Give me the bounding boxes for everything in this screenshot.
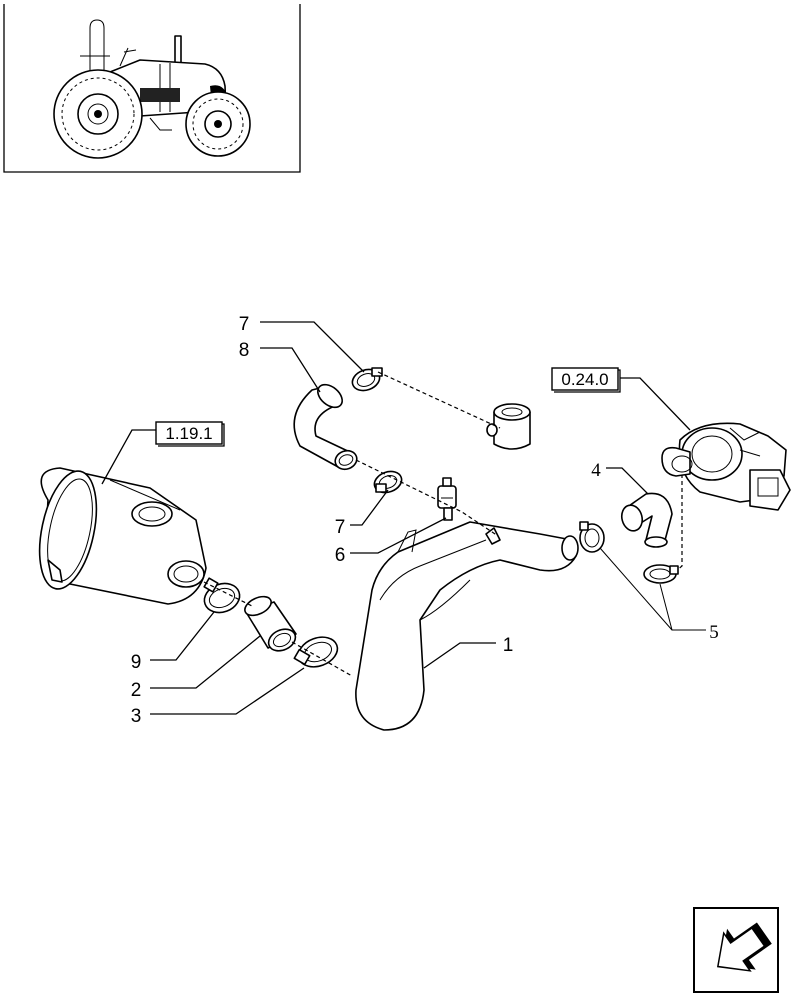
callout-3: 3 xyxy=(131,706,142,727)
turbocharger xyxy=(661,422,791,511)
tractor-thumbnail xyxy=(3,4,301,173)
callout-labels: 7 8 7 6 1 4 5 9 2 3 xyxy=(131,314,719,727)
assembly-path-top xyxy=(377,371,501,429)
next-page-arrow-icon xyxy=(716,922,772,972)
hose-2 xyxy=(244,595,297,652)
assembly-path-low xyxy=(291,641,353,677)
callout-7-mid: 7 xyxy=(335,517,346,538)
reference-label-turbo: 0.24.0 xyxy=(561,370,608,389)
callout-9: 9 xyxy=(131,652,142,673)
callout-8: 8 xyxy=(239,340,250,361)
air-filter-assembly xyxy=(38,467,207,605)
assembly-path-left xyxy=(203,581,253,607)
next-page-button[interactable] xyxy=(693,907,779,993)
hose-clamp-7-mid xyxy=(373,470,403,494)
thumbnail-frame xyxy=(3,4,301,173)
assembly-path-turbo xyxy=(669,474,683,577)
hose-clamp-9 xyxy=(203,577,241,614)
hose-clamp-5-right xyxy=(643,564,679,584)
tractor-icon xyxy=(53,19,251,159)
sensor-6 xyxy=(437,477,457,521)
intake-pipe-1 xyxy=(355,521,579,731)
hose-clamp-7-top xyxy=(351,367,383,392)
elbow-hose-8 xyxy=(293,383,358,471)
outlet-fitting xyxy=(486,403,531,450)
elbow-4 xyxy=(620,492,673,548)
callout-4: 4 xyxy=(591,460,601,481)
callout-2: 2 xyxy=(131,680,142,701)
reference-box-turbo[interactable]: 0.24.0 xyxy=(551,367,621,393)
callout-6: 6 xyxy=(335,545,346,566)
callout-5: 5 xyxy=(709,622,719,643)
callout-7-top: 7 xyxy=(239,314,250,335)
leader-lines xyxy=(101,321,706,715)
callout-1: 1 xyxy=(503,635,514,656)
hose-clamp-3 xyxy=(293,636,339,668)
hose-clamp-5-left xyxy=(579,521,605,553)
reference-box-air-filter[interactable]: 1.19.1 xyxy=(155,421,225,447)
reference-label-air-filter: 1.19.1 xyxy=(165,424,212,443)
